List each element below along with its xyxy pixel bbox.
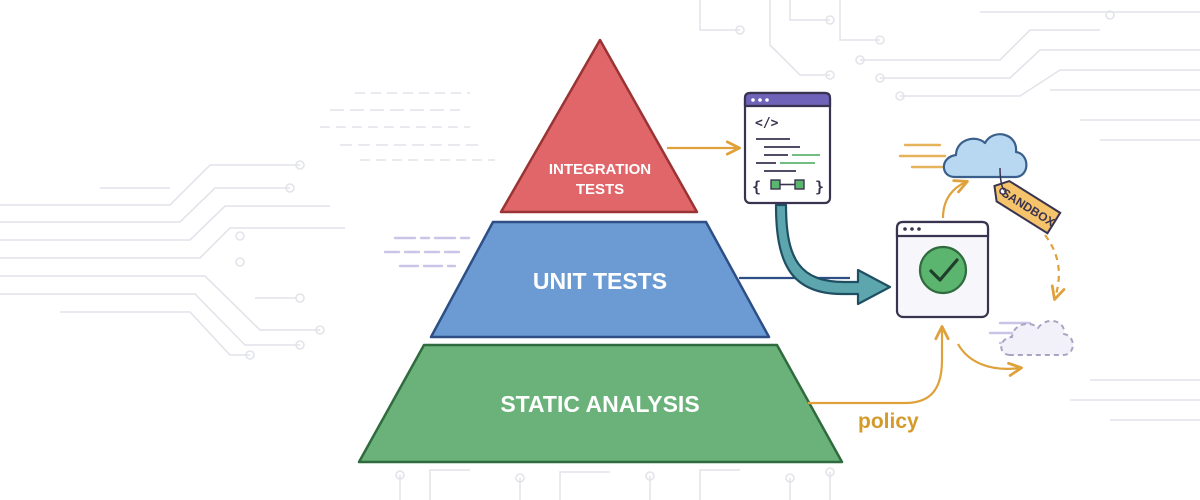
- integration-tests-tier: [499, 38, 699, 214]
- pyramid: INTEGRATION TESTS UNIT TESTS STATIC ANAL…: [357, 38, 844, 464]
- static-analysis-label: STATIC ANALYSIS: [500, 391, 699, 417]
- code-to-check-arrow: [774, 203, 892, 306]
- cloud-icon: [942, 133, 1028, 179]
- svg-text:{: {: [752, 178, 761, 196]
- dashed-cloud-icon: [1000, 319, 1074, 356]
- code-tag-glyph: </>: [755, 116, 779, 131]
- checkmark-window-icon: [895, 220, 990, 319]
- tag-icon: SANDBOX: [993, 179, 1062, 235]
- unit-tests-label: UNIT TESTS: [533, 268, 667, 294]
- integration-label-line1: INTEGRATION: [549, 161, 651, 178]
- sandbox-loop-arrow: [1044, 234, 1066, 301]
- code-editor-icon: </> { }: [743, 91, 832, 205]
- policy-arrow: [808, 325, 950, 405]
- tag-string: [999, 167, 1005, 191]
- unit-tests-tier: [429, 220, 771, 339]
- check-to-ghost-cloud-arrow: [957, 343, 1023, 377]
- motion-lines: [383, 236, 1032, 345]
- check-to-cloud-arrow: [941, 179, 969, 219]
- integration-label-line2: TESTS: [576, 181, 624, 198]
- policy-label: policy: [858, 410, 919, 433]
- svg-text:}: }: [815, 178, 824, 196]
- static-analysis-tier: [357, 343, 844, 464]
- cloud-motion-lines: [898, 143, 947, 169]
